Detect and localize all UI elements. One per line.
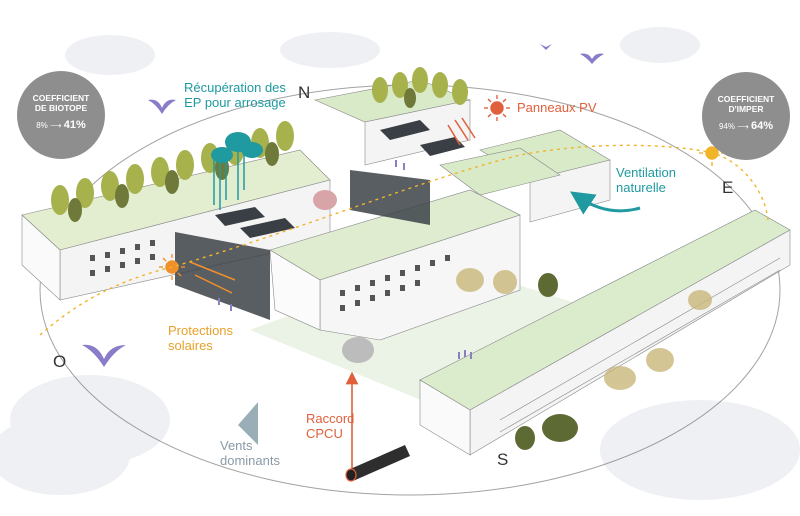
wind-arrow-icon: [238, 402, 258, 445]
ventilation-arrow: [570, 191, 641, 215]
cpcu-connection: [345, 371, 410, 482]
rain-cloud-icon: [211, 132, 263, 210]
arrow-right-icon: ⟶: [50, 121, 62, 130]
compass-east: E: [722, 178, 734, 197]
natural-ventilation-label: Ventilation naturelle: [616, 165, 676, 195]
sun-icon-west: [159, 254, 185, 280]
building-east: [419, 209, 791, 456]
sun-path: [39, 144, 769, 336]
compass-north: N: [298, 83, 311, 102]
biotope-coefficient-badge: COEFFICIENT DE BIOTOPE 8% ⟶ 41%: [17, 71, 105, 159]
sun-protection-label: Protections solaires: [168, 323, 234, 353]
sun-protection-arrows: [189, 261, 236, 294]
imper-coefficient-badge: COEFFICIENT D'IMPER 94% ⟶ 64%: [702, 72, 790, 160]
sun-icon-pv: [484, 95, 510, 121]
compass-west: O: [53, 352, 67, 371]
building-central: [175, 170, 521, 341]
rain-recovery-label: Récupération des EP pour arrosage: [184, 80, 286, 110]
trees: [51, 67, 712, 450]
pv-rays: [447, 117, 476, 146]
people: [218, 160, 472, 359]
compass-south: S: [497, 450, 509, 469]
district-heating-label: Raccord CPCU: [306, 411, 355, 441]
prevailing-winds-label: Vents dominants: [220, 438, 280, 468]
solar-panels-label: Panneaux PV: [517, 100, 597, 115]
bird-icon: [82, 44, 604, 367]
background-clouds: [0, 27, 800, 500]
arrow-right-icon: ⟶: [737, 122, 749, 131]
